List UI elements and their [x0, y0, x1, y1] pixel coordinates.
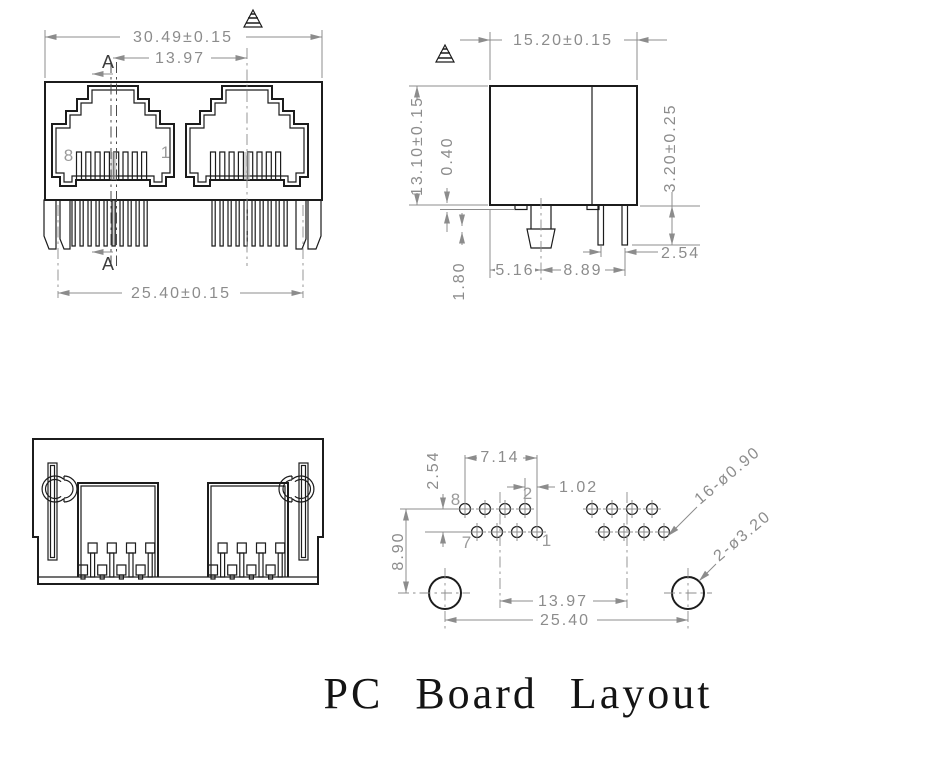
left-opening [77, 482, 159, 577]
dim-pin-pitch: 2.54 [661, 245, 700, 262]
right-opening-inner [210, 485, 286, 577]
dim-port-pitch: 13.97 [155, 50, 205, 67]
pcb-pin8-label: 8 [451, 490, 461, 509]
front-body-outline [44, 81, 323, 201]
pin-holes [456, 500, 673, 541]
right-latch-bar [298, 462, 309, 561]
dim-post-offset: 5.16 [495, 262, 534, 279]
left-latch-bar-inner [49, 464, 56, 559]
dim-row-pitch: 2.54 [425, 450, 442, 489]
callout-mount-holes: 2-ø3.20 [711, 508, 775, 565]
dim-standoff: 0.40 [439, 136, 456, 175]
dim-group-pitch: 13.97 [538, 593, 588, 610]
left-latch-bar [47, 462, 58, 561]
rear-view [32, 438, 324, 585]
left-tall-stems [90, 552, 153, 578]
dim-pin-row-span: 25.40±0.15 [131, 285, 231, 302]
section-shade [110, 200, 117, 246]
right-latch-pins [295, 199, 322, 250]
side-pin [621, 204, 629, 246]
dim-pin-span: 7.14 [480, 449, 519, 466]
dim-post-width: 1.80 [451, 261, 468, 300]
right-latch-ring [292, 475, 315, 503]
section-label-a-top: A [102, 52, 114, 72]
left-tall-contacts [87, 542, 156, 554]
leader-pin-holes [667, 506, 698, 537]
pcb-pin7-label: 7 [462, 533, 472, 552]
right-latch-hook [278, 475, 293, 503]
section-label-a-bottom: A [102, 254, 114, 274]
standoff-bump [514, 204, 528, 211]
pin-hole-crosshairs [456, 500, 673, 541]
snap-post [526, 205, 556, 249]
front-pin1-label: 1 [161, 143, 171, 162]
section-shade [110, 152, 117, 180]
dim-row-to-mount: 8.90 [390, 531, 407, 570]
dim-overall-width: 30.49±0.15 [133, 29, 233, 46]
standoff-bump [586, 204, 600, 211]
callout-pin-holes: 16-ø0.90 [692, 444, 764, 508]
dim-height: 13.10±0.15 [409, 96, 426, 196]
front-view: 30.49±0.15 13.97 A A 25.40±0.15 8 1 [43, 8, 323, 302]
right-short-stems [210, 574, 274, 580]
left-opening-inner [80, 485, 156, 577]
left-latch-hook [63, 475, 78, 503]
right-tall-contacts [217, 542, 286, 554]
left-latch-pins [43, 199, 71, 250]
right-pin-row [211, 199, 288, 247]
left-latch-ring [41, 475, 64, 503]
side-view: 15.20±0.15 13.10±0.15 0.40 1.80 3.20±0.2… [409, 31, 700, 301]
side-pin [597, 204, 605, 246]
pcb-pin1-label: 1 [542, 531, 552, 550]
dim-depth: 15.20±0.15 [513, 32, 613, 49]
dim-pin-length: 3.20±0.25 [662, 103, 679, 192]
side-body-outline [489, 85, 638, 206]
left-pin-row [71, 199, 148, 247]
right-latch-bar-inner [300, 464, 307, 559]
revision-triangle-icon [435, 43, 455, 63]
left-short-contacts [77, 564, 146, 576]
dim-mount-pitch: 25.40 [540, 612, 590, 629]
leader-mount-holes [698, 563, 717, 582]
revision-triangle-icon [243, 8, 263, 28]
dim-stagger: 1.02 [559, 479, 598, 496]
rear-body-outline [32, 438, 324, 585]
right-short-contacts [207, 564, 276, 576]
front-pin8-label: 8 [64, 146, 74, 165]
right-tall-stems [220, 552, 283, 578]
left-short-stems [80, 574, 144, 580]
pcb-layout: 7.14 1.02 2.54 8.90 13.97 25.40 16-ø0.90… [390, 444, 775, 630]
right-opening [207, 482, 289, 577]
dim-post-to-pin: 8.89 [563, 262, 602, 279]
pcb-pin2-label: 2 [523, 484, 533, 503]
drawing-title: PC Board Layout [324, 669, 713, 718]
